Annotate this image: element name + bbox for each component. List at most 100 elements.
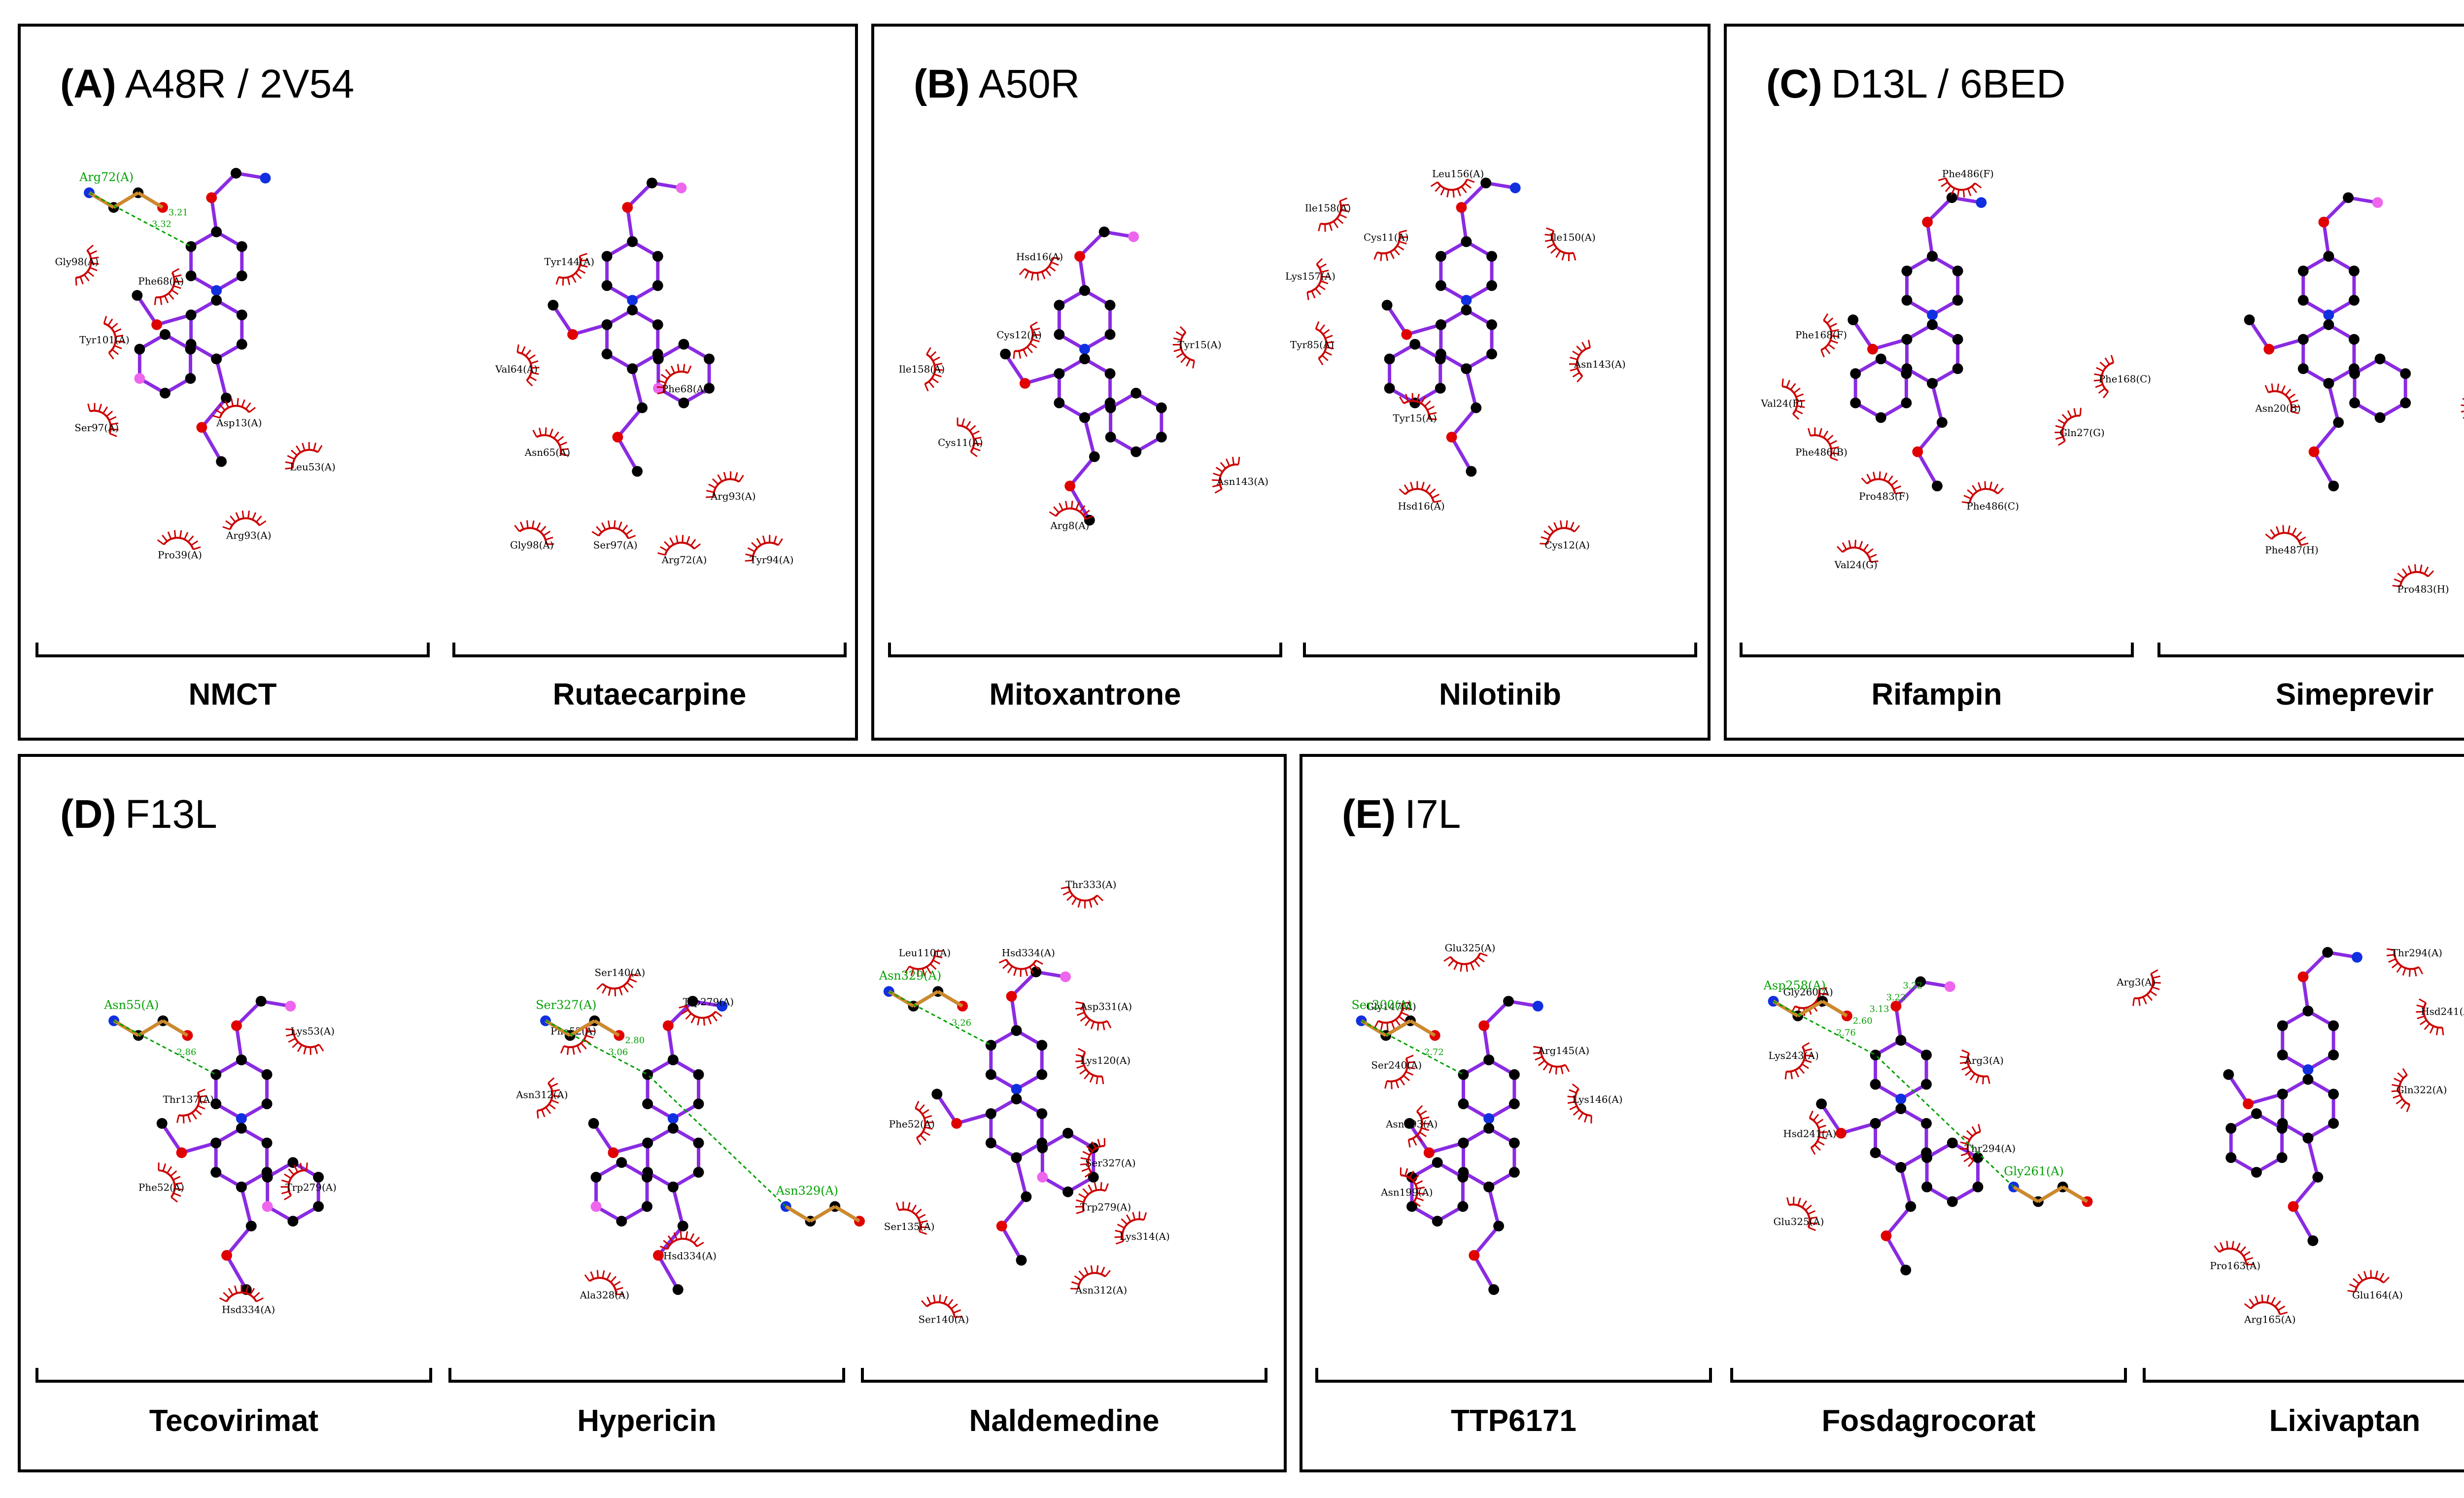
atom (1486, 348, 1497, 360)
hydrophobic-spoke (1075, 1054, 1084, 1057)
atom (1972, 1152, 1984, 1163)
hydrophobic-spoke (556, 436, 564, 443)
residue-label: Gln27(G) (2059, 427, 2105, 439)
hydrophobic-spoke (2295, 531, 2302, 538)
hydrophobic-arc (292, 1029, 320, 1049)
interaction-diagram: Thr294(A)Arg3(A)Hsd241(A)Gln322(A)Pro163… (2116, 947, 2464, 1325)
hydrophobic-spoke (1540, 536, 1549, 541)
hydrophobic-spoke (2406, 1104, 2411, 1113)
bond (616, 436, 639, 473)
atom (1921, 1152, 1933, 1163)
hydrophobic-spoke (1002, 962, 1009, 969)
compound-bracket (35, 643, 430, 657)
hydrophobic-spoke (1407, 1061, 1415, 1064)
atom (2223, 1069, 2234, 1080)
hydrophobic-spoke (1548, 1065, 1553, 1074)
hydrophobic-spoke (1804, 1059, 1812, 1063)
hydrophobic-spoke (1818, 428, 1822, 436)
hydrophobic-spoke (1024, 271, 1029, 279)
hydrophobic-spoke (287, 455, 295, 460)
atom (2302, 1074, 2314, 1085)
atom (601, 348, 613, 360)
hydrophobic-spoke (1399, 396, 1404, 404)
hydrophobic-spoke (235, 512, 240, 520)
hydrophobic-spoke (222, 526, 231, 530)
hydrophobic-spoke (2424, 1023, 2430, 1030)
residue-label: Hsd334(A) (222, 1304, 275, 1316)
hydrophobic-spoke (1550, 247, 1557, 254)
hydrophobic-spoke (2347, 1290, 2356, 1293)
bond (1024, 372, 1060, 385)
residue-label: Ser97(A) (74, 422, 119, 434)
residue-label: Cys12(A) (1544, 540, 1590, 551)
hydrophobic-spoke (284, 1195, 292, 1200)
hydrophobic-spoke (1974, 182, 1982, 189)
hydrophobic-spoke (2392, 1084, 2400, 1087)
hydrophobic-spoke (545, 537, 553, 541)
atom (261, 1069, 273, 1080)
hydrophobic-spoke (115, 340, 124, 343)
hydrophobic-spoke (2461, 404, 2464, 407)
hydrophobic-spoke (567, 1047, 569, 1055)
hydrophobic-arc (1077, 1272, 1106, 1289)
atom (236, 1113, 247, 1124)
atom (1469, 1250, 1480, 1261)
hydrophobic-spoke (1467, 178, 1475, 183)
interaction-diagram: Ser140(A)Trp279(A)Phe52(A)Asn312(A)Hsd33… (515, 967, 865, 1301)
hydrophobic-spoke (916, 1137, 922, 1145)
residue-label: Ser135(A) (884, 1221, 935, 1232)
hydrophobic-spoke (159, 297, 163, 305)
atom (1079, 343, 1090, 355)
hydrophobic-spoke (1887, 475, 1893, 483)
hbond-residue-label: Asn55(A) (103, 998, 159, 1012)
residue-label: Leu156(A) (1432, 168, 1484, 179)
atom (1006, 991, 1017, 1002)
hydrophobic-spoke (920, 1134, 927, 1141)
ligand: Hsd16(A)Cys12(A)Tyr15(A)Ile158(A)Cys11(A… (899, 226, 1268, 532)
hydrophobic-spoke (286, 1033, 294, 1037)
atom (151, 319, 163, 330)
hbond-line (545, 1020, 648, 1075)
atom (2297, 363, 2309, 374)
atom (1404, 1118, 1415, 1129)
hydrophobic-spoke (1324, 351, 1332, 356)
hydrophobic-spoke (1415, 1180, 1423, 1185)
hydrophobic-spoke (1938, 177, 1946, 181)
atom (662, 1020, 674, 1031)
hydrophobic-spoke (2277, 1305, 2286, 1311)
hydrophobic-spoke (1030, 321, 1038, 327)
hydrophobic-spoke (2270, 1296, 2276, 1305)
atom (236, 339, 247, 350)
bond (225, 1254, 248, 1291)
hydrophobic-spoke (2265, 533, 2272, 540)
atom (1011, 1093, 1022, 1105)
hydrophobic-spoke (199, 1095, 207, 1098)
panel-letter: (E) (1342, 792, 1396, 837)
atom (2277, 1050, 2288, 1060)
atom (2277, 1020, 2288, 1031)
hydrophobic-spoke (103, 406, 108, 414)
hydrophobic-arc (1082, 1003, 1108, 1024)
ligand: Tyr144(A)Val64(A)Phe68(A)Asn65(A)Arg93(A… (495, 177, 794, 566)
hydrophobic-spoke (285, 1028, 294, 1030)
hydrophobic-arc (103, 322, 117, 354)
bond (2312, 451, 2335, 487)
hydrophobic-spoke (2110, 355, 2115, 363)
hydrophobic-spoke (1544, 239, 1553, 242)
hydrophobic-spoke (693, 1236, 700, 1244)
bond (214, 358, 228, 399)
hydrophobic-spoke (618, 987, 623, 995)
atom (2288, 1201, 2299, 1212)
atom (1927, 378, 1938, 389)
hydrophobic-spoke (219, 1297, 227, 1302)
atom (1901, 397, 1912, 409)
hydrophobic-spoke (2349, 1283, 2357, 1289)
hydrophobic-spoke (525, 349, 531, 357)
hydrophobic-spoke (1535, 1056, 1543, 1061)
atom (1074, 251, 1085, 262)
hydrophobic-spoke (697, 1017, 700, 1025)
hydrophobic-spoke (933, 373, 942, 377)
hydrophobic-spoke (1019, 268, 1026, 275)
bond (1884, 1205, 1912, 1237)
atom (1128, 231, 1139, 242)
